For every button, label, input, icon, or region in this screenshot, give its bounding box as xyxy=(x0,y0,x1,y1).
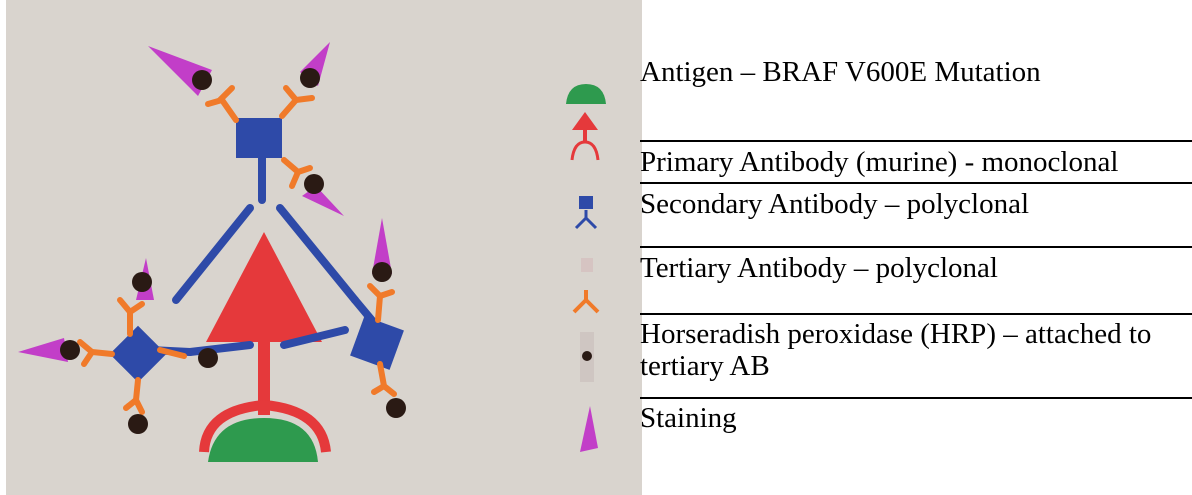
hrp-dot xyxy=(198,348,218,368)
legend-hrp-symbol xyxy=(582,351,592,361)
hrp-dot xyxy=(300,68,320,88)
legend-label-staining: Staining xyxy=(640,402,1192,434)
legend-divider xyxy=(640,397,1192,399)
hrp-dot xyxy=(372,262,392,282)
legend-secondary-antibody-symbol xyxy=(579,196,593,209)
secondary-antibody-square-top xyxy=(236,118,282,158)
legend-divider xyxy=(640,140,1192,142)
hrp-dot xyxy=(192,70,212,90)
hrp-dot xyxy=(60,340,80,360)
hrp-dot xyxy=(304,174,324,194)
hrp-dot xyxy=(386,398,406,418)
paper-background xyxy=(6,0,642,495)
legend-divider xyxy=(640,313,1192,315)
legend-label-hrp: Horseradish peroxidase (HRP) – attached … xyxy=(640,318,1185,382)
legend-label-tertiary-antibody: Tertiary Antibody – polyclonal xyxy=(640,252,1192,284)
legend-label-secondary-antibody: Secondary Antibody – polyclonal xyxy=(640,188,1192,220)
hrp-dot xyxy=(128,414,148,434)
legend-divider xyxy=(640,182,1192,184)
legend-divider xyxy=(640,246,1192,248)
legend-label-primary-antibody: Primary Antibody (murine) - monoclonal xyxy=(640,146,1192,178)
legend-label-antigen: Antigen – BRAF V600E Mutation xyxy=(640,56,1192,88)
hrp-dot xyxy=(132,272,152,292)
legend-tertiary-antibody-placeholder xyxy=(581,258,593,272)
